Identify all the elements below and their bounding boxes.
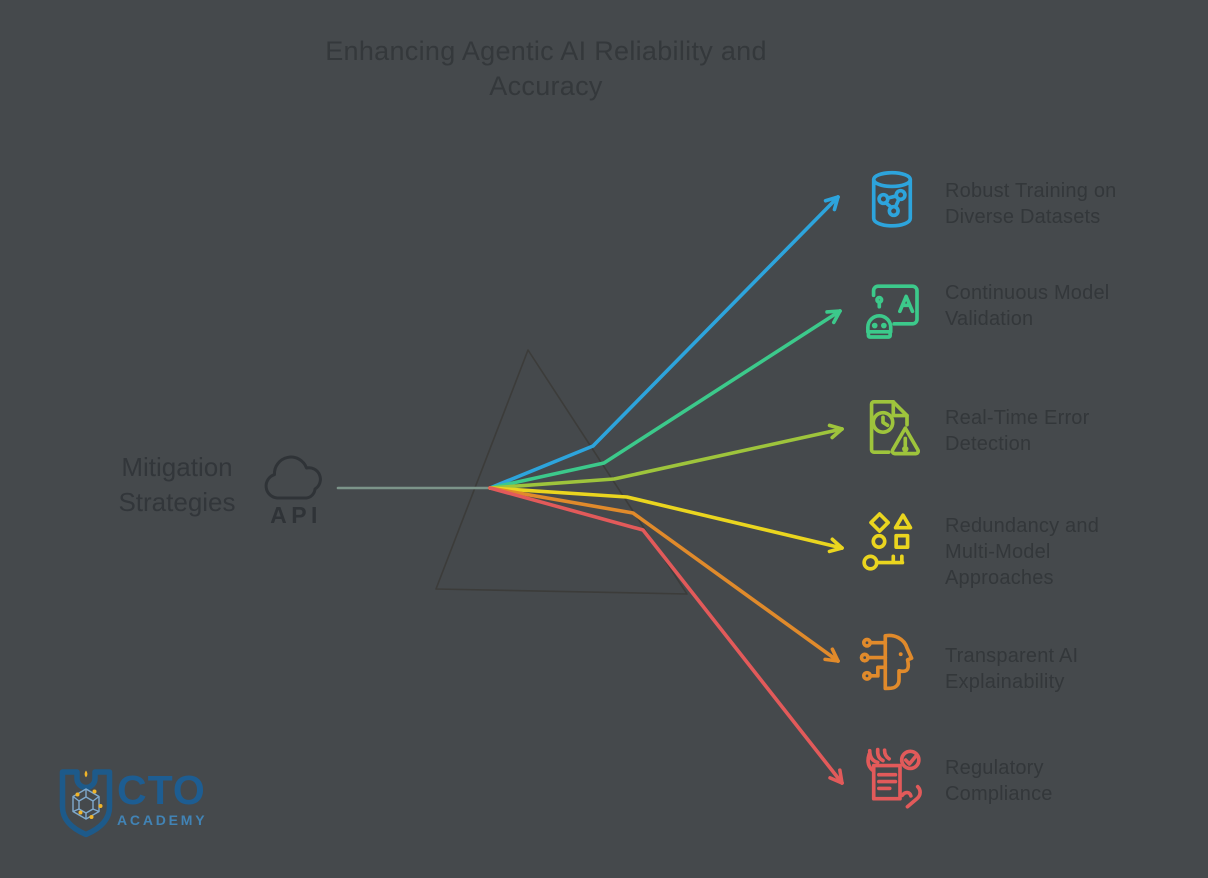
prism-outline	[435, 349, 688, 595]
connector-line	[830, 647, 840, 663]
connector-line	[823, 195, 840, 203]
branch-label-line: Validation	[945, 308, 1034, 330]
connector-line	[827, 423, 844, 431]
connector-line	[827, 546, 844, 554]
connector-line	[488, 195, 840, 490]
branch-label-line: Continuous Model	[945, 282, 1110, 304]
connector-line	[823, 657, 840, 663]
branch-label-line: Real-Time Error	[945, 407, 1090, 429]
branch-label-line: Robust Training on	[945, 180, 1117, 202]
branch-label: Robust Training on Diverse Datasets	[945, 178, 1116, 230]
connector-line	[832, 195, 840, 212]
cto-academy-logo: CTO ACADEMY	[59, 768, 207, 840]
head-circuit-icon	[859, 629, 923, 693]
robot-validation-icon	[861, 277, 925, 341]
connector-line	[488, 486, 844, 550]
diagram-title: Enhancing Agentic AI Reliability and Acc…	[196, 34, 896, 104]
branch-label-line: Explainability	[945, 671, 1065, 693]
connector-line	[828, 776, 844, 785]
branch-label-line: Transparent AI	[945, 645, 1079, 667]
branch-label-line: Regulatory	[945, 757, 1044, 779]
cto-academy-shield-icon	[59, 769, 113, 838]
branch-label-line: Multi-Model	[945, 541, 1051, 563]
shapes-key-icon	[859, 510, 923, 574]
root-label-line-2: Strategies	[118, 487, 236, 517]
title-line-1: Enhancing Agentic AI Reliability and	[325, 36, 767, 66]
cloud-api-label: API	[270, 502, 322, 528]
document-error-icon	[859, 395, 923, 459]
branch-label: Transparent AI Explainability	[945, 643, 1078, 695]
branch-label-line: Approaches	[945, 567, 1054, 589]
hands-compliance-icon	[860, 745, 924, 809]
logo-cto-text: CTO	[117, 767, 206, 813]
root-label-line-1: Mitigation	[121, 452, 233, 482]
branch-label-line: Diverse Datasets	[945, 206, 1101, 228]
logo-academy-text: ACADEMY	[117, 812, 208, 828]
connector-line	[488, 309, 842, 490]
connector-line	[488, 427, 844, 490]
branch-label-line: Redundancy and	[945, 515, 1100, 537]
connector-line	[831, 309, 842, 325]
cto-academy-wordmark: CTO ACADEMY	[117, 767, 208, 829]
connector-line	[825, 309, 842, 314]
root-node-label: Mitigation Strategies	[77, 450, 277, 520]
database-share-icon	[860, 167, 924, 231]
branch-label-line: Detection	[945, 433, 1032, 455]
connector-line	[838, 768, 844, 785]
connector-line	[830, 537, 844, 550]
connector-line	[488, 486, 840, 663]
connector-line	[488, 486, 844, 785]
branch-label-line: Compliance	[945, 783, 1053, 805]
connector-line	[830, 427, 844, 440]
cloud-api-icon: API	[264, 455, 322, 528]
title-line-2: Accuracy	[489, 71, 603, 101]
